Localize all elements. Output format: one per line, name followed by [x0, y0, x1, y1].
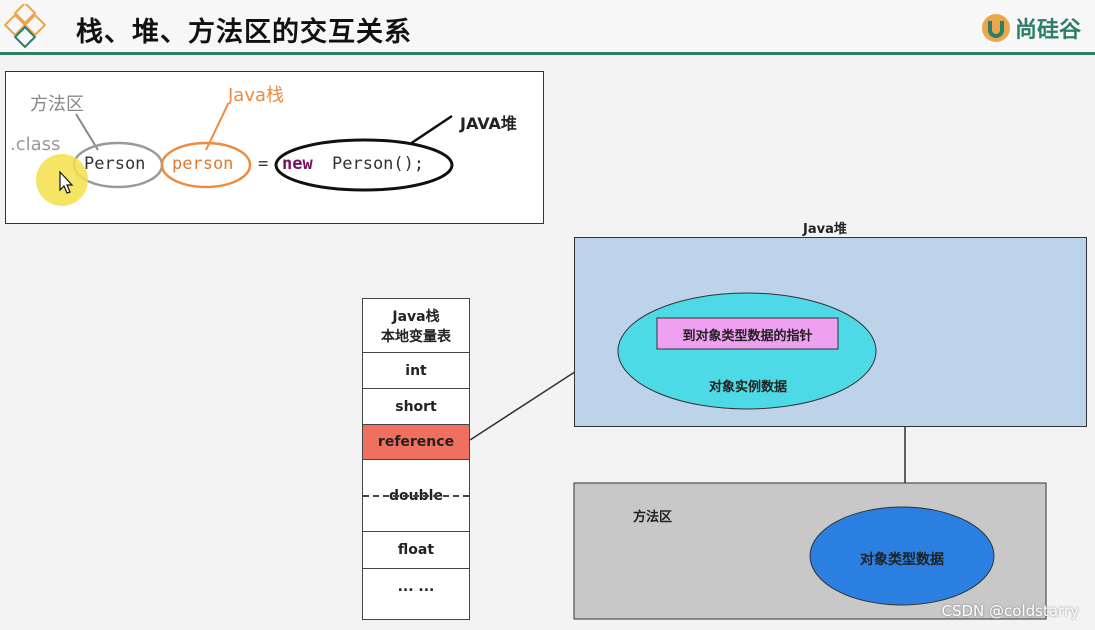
instance-data-label: 对象实例数据	[708, 380, 787, 395]
variable-ellipse	[160, 141, 252, 189]
type-pointer-label: 到对象类型数据的指针	[682, 329, 813, 344]
watermark: CSDN @coldstarry	[941, 602, 1079, 620]
code-type: Person	[84, 154, 146, 174]
stack-title: Java栈	[392, 308, 440, 325]
code-variable: person	[172, 154, 234, 174]
new-object-ellipse	[274, 138, 454, 192]
header-bar: 栈、堆、方法区的交互关系 尚硅谷	[0, 0, 1095, 55]
brand-u-icon	[981, 14, 1010, 42]
method-area-leader	[75, 113, 99, 151]
stack-cell-float: float	[363, 532, 469, 569]
stack-cell-short: short	[363, 389, 469, 425]
method-area-label: 方法区	[30, 94, 84, 115]
java-heap-title: Java堆	[803, 222, 847, 237]
stack-cell-more: ... ...	[397, 579, 435, 595]
brand-logo: 尚硅谷	[981, 12, 1081, 44]
stack-header: Java栈 本地变量表	[363, 299, 469, 353]
brand-name: 尚硅谷	[1014, 18, 1081, 43]
code-annotations	[36, 103, 454, 206]
stack-cell-int: int	[363, 353, 469, 389]
type-data-label: 对象类型数据	[860, 552, 944, 568]
diamond-logo-icon	[4, 4, 47, 49]
method-area-title: 方法区	[633, 510, 673, 525]
method-area-region	[573, 482, 1047, 620]
code-equals: =	[258, 154, 269, 174]
stack-cell-reference: reference	[363, 425, 469, 460]
class-label: .class	[10, 134, 61, 155]
cursor-icon	[59, 170, 74, 194]
java-heap-label: JAVA堆	[460, 114, 517, 133]
stack-subtitle: 本地变量表	[381, 328, 451, 345]
java-heap-leader	[409, 114, 453, 146]
java-stack-label: Java栈	[228, 85, 285, 106]
stack-cell-double: double	[363, 460, 469, 532]
stack-double-divider	[363, 495, 469, 497]
code-new-keyword: new	[282, 154, 313, 174]
code-constructor: Person();	[332, 154, 425, 174]
code-panel: 方法区 .class Java栈 JAVA堆 Person person = n…	[5, 71, 544, 224]
page-title: 栈、堆、方法区的交互关系	[76, 17, 412, 48]
java-stack-table: Java栈 本地变量表 int short reference double f…	[362, 298, 470, 620]
